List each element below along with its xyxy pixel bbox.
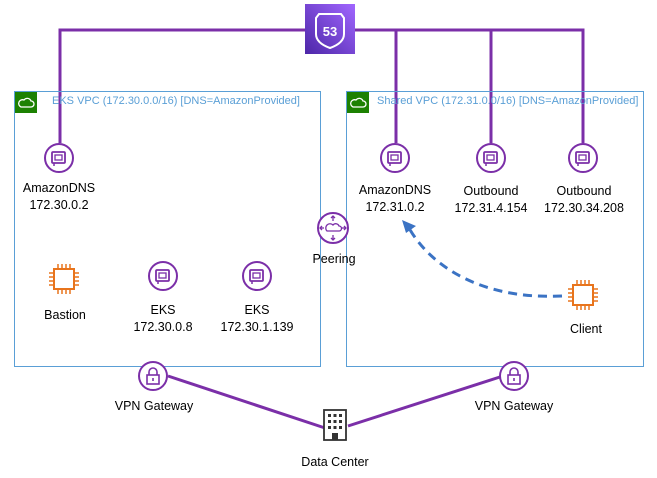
- outbound2-label: Outbound 172.30.34.208: [544, 183, 624, 217]
- node-ip: 172.30.0.8: [133, 320, 193, 334]
- eks-vpc-title: EKS VPC (172.30.0.0/16) [DNS=AmazonProvi…: [52, 95, 300, 107]
- node-ip: 172.30.34.208: [544, 201, 624, 215]
- node-name: Outbound: [556, 184, 612, 198]
- route53-icon: 53: [305, 4, 355, 54]
- eks2-label: EKS 172.30.1.139: [221, 302, 294, 336]
- node-name: Client: [570, 322, 602, 336]
- network-interface-icon: [567, 142, 599, 174]
- eks1-label: EKS 172.30.0.8: [133, 302, 192, 336]
- network-interface-icon: [475, 142, 507, 174]
- node-name: Bastion: [44, 308, 86, 322]
- right-amazondns-label: AmazonDNS 172.31.0.2: [359, 182, 431, 216]
- node-name: Data Center: [301, 455, 369, 469]
- node-name: Peering: [312, 252, 356, 266]
- datacenter-icon: [321, 408, 349, 444]
- node-ip: 172.31.4.154: [454, 201, 528, 215]
- arrowhead-icon: [402, 220, 416, 233]
- node-ip: 172.30.0.2: [29, 198, 89, 212]
- cloud-icon: [15, 92, 37, 113]
- peering-icon: [316, 211, 350, 245]
- ec2-instance-icon: [566, 278, 600, 312]
- network-interface-icon: [147, 260, 179, 292]
- node-name: EKS: [244, 303, 270, 317]
- node-ip: 172.30.1.139: [220, 320, 294, 334]
- node-name: AmazonDNS: [358, 183, 432, 197]
- route53-to-outbound2-line: [330, 28, 585, 143]
- bastion-label: Bastion: [44, 307, 86, 324]
- route53-to-left-dns-line: [58, 28, 330, 143]
- network-interface-icon: [241, 260, 273, 292]
- node-name: EKS: [150, 303, 176, 317]
- node-name: Outbound: [463, 184, 519, 198]
- left-amazondns-label: AmazonDNS 172.30.0.2: [23, 180, 95, 214]
- network-interface-icon: [43, 142, 75, 174]
- right-vpn-to-datacenter-line: [347, 374, 504, 428]
- node-ip: 172.31.0.2: [365, 200, 425, 214]
- shared-vpc-title: Shared VPC (172.31.0.0/16) [DNS=AmazonPr…: [377, 95, 639, 107]
- peering-label: Peering: [312, 251, 355, 268]
- network-interface-icon: [379, 142, 411, 174]
- datacenter-label: Data Center: [301, 454, 368, 471]
- vpn-gateway-icon: [137, 360, 169, 392]
- left-vpn-label: VPN Gateway: [115, 398, 194, 415]
- cloud-icon: [347, 92, 369, 113]
- right-vpn-label: VPN Gateway: [475, 398, 554, 415]
- route53-badge: 53: [323, 24, 337, 39]
- node-name: VPN Gateway: [114, 399, 194, 413]
- client-label: Client: [570, 321, 602, 338]
- node-name: AmazonDNS: [22, 181, 96, 195]
- node-name: VPN Gateway: [474, 399, 554, 413]
- outbound1-label: Outbound 172.31.4.154: [455, 183, 528, 217]
- ec2-instance-icon: [47, 262, 81, 296]
- left-vpn-to-datacenter-line: [167, 374, 326, 430]
- vpn-gateway-icon: [498, 360, 530, 392]
- eks-vpc-box: EKS VPC (172.30.0.0/16) [DNS=AmazonProvi…: [14, 91, 321, 367]
